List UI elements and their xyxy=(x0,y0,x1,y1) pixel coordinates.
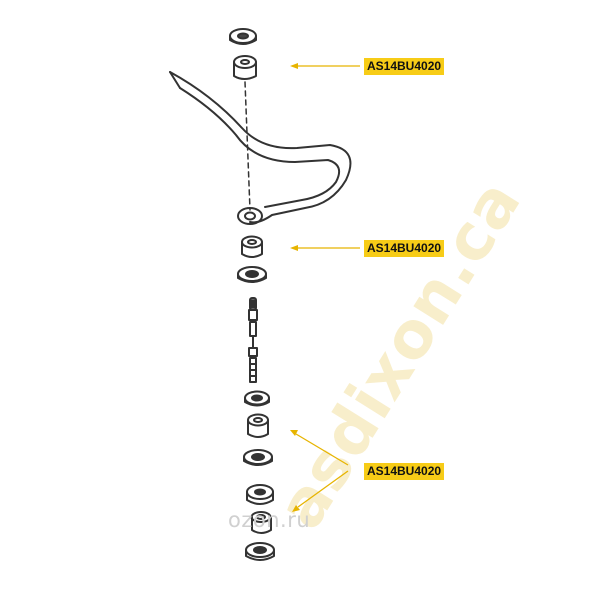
lower-washer-1 xyxy=(244,390,270,407)
lower-bushing-2 xyxy=(250,511,272,534)
lower-washer-2 xyxy=(243,449,273,466)
watermark-ozon: ozon.ru xyxy=(228,508,311,532)
pointer-arrow-bottom-lower xyxy=(292,470,349,512)
bottom-nut xyxy=(245,542,275,561)
stabilizer-bar xyxy=(169,71,352,225)
link-bolt xyxy=(248,297,258,383)
top-washer xyxy=(229,28,257,45)
part-number-label-bottom[interactable]: AS14BU4020 xyxy=(364,463,445,480)
top-bushing xyxy=(233,55,257,80)
lower-bushing-1 xyxy=(247,413,269,438)
sleeve xyxy=(246,484,274,505)
middle-washer xyxy=(237,266,267,283)
middle-bushing xyxy=(241,235,263,258)
pointer-arrow-bottom-upper xyxy=(290,430,349,466)
part-number-label-middle[interactable]: AS14BU4020 xyxy=(364,240,445,257)
part-number-label-top[interactable]: AS14BU4020 xyxy=(364,58,445,75)
pointer-arrow-middle xyxy=(290,245,360,251)
pointer-arrow-top xyxy=(290,63,360,69)
center-line xyxy=(244,81,251,211)
